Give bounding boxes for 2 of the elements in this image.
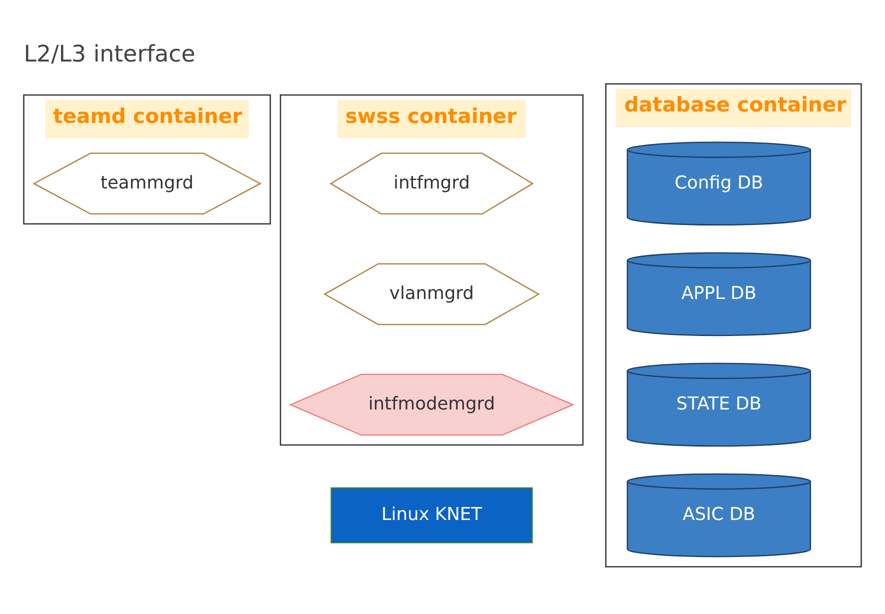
node-box: Linux KNET (330, 486, 533, 543)
diagram-title: L2/L3 interface (24, 40, 196, 67)
